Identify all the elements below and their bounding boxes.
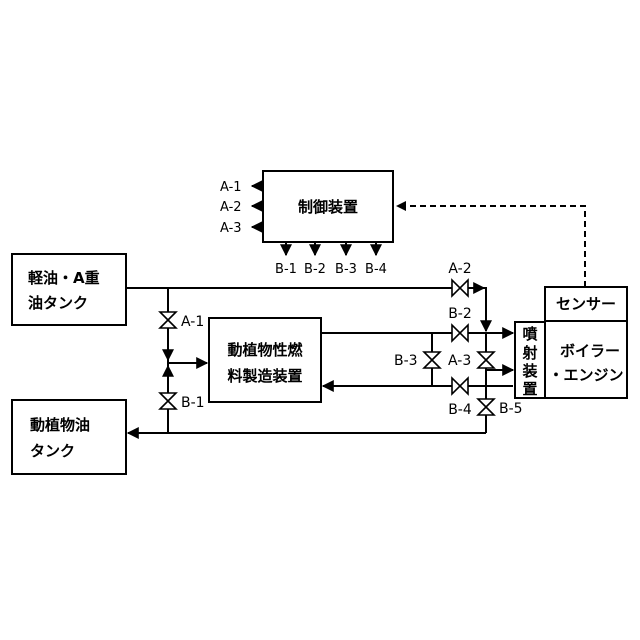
signal-label-b4: B-4 — [365, 262, 387, 277]
valve-label-b2: B-2 — [448, 306, 472, 322]
signal-label-a3: A-3 — [220, 221, 242, 236]
valve-label-a3: A-3 — [448, 353, 471, 369]
boiler-label-1: ボイラー — [560, 342, 620, 360]
valve-label-b1: B-1 — [181, 395, 205, 411]
injector-char-3: 装 — [521, 362, 538, 380]
bio-oil-tank-box — [12, 400, 126, 474]
signal-label-a2: A-2 — [220, 200, 242, 215]
sensor-feedback-line — [404, 206, 585, 287]
valve-label-a2: A-2 — [448, 261, 471, 277]
fuel-oil-tank-label-1: 軽油・A重 — [28, 269, 100, 287]
boiler-label-2: ・エンジン — [548, 366, 623, 384]
signal-label-a1: A-1 — [220, 180, 242, 195]
signal-label-b3: B-3 — [335, 262, 357, 277]
valve-a1[interactable] — [160, 312, 176, 328]
signal-label-b1: B-1 — [275, 262, 297, 277]
valve-b2[interactable] — [452, 325, 468, 341]
production-label-1: 動植物性燃 — [227, 341, 303, 359]
valve-label-a1: A-1 — [181, 314, 204, 330]
bio-oil-tank-label-1: 動植物油 — [30, 416, 90, 434]
sensor-feedback-arrowhead — [396, 201, 406, 211]
controller-label: 制御装置 — [298, 198, 358, 216]
fuel-oil-tank-box — [12, 254, 126, 325]
valve-label-b5: B-5 — [499, 401, 523, 417]
valve-b5[interactable] — [478, 399, 494, 415]
valve-b4[interactable] — [452, 378, 468, 394]
valve-b3[interactable] — [424, 352, 440, 368]
sensor-label: センサー — [556, 295, 616, 313]
signal-label-b2: B-2 — [304, 262, 326, 277]
injector-char-1: 噴 — [522, 325, 537, 343]
valve-a3[interactable] — [478, 352, 494, 368]
valve-b1[interactable] — [160, 393, 176, 409]
fuel-oil-tank-label-2: 油タンク — [28, 294, 88, 312]
bio-oil-tank-label-2: タンク — [30, 442, 75, 460]
injector-char-4: 置 — [522, 380, 537, 398]
production-label-2: 料製造装置 — [227, 367, 302, 385]
valve-label-b3: B-3 — [394, 353, 418, 369]
valve-a2[interactable] — [452, 280, 468, 296]
bio-fuel-production-box — [209, 318, 321, 402]
valve-label-b4: B-4 — [448, 402, 472, 418]
injector-char-2: 射 — [521, 344, 537, 362]
